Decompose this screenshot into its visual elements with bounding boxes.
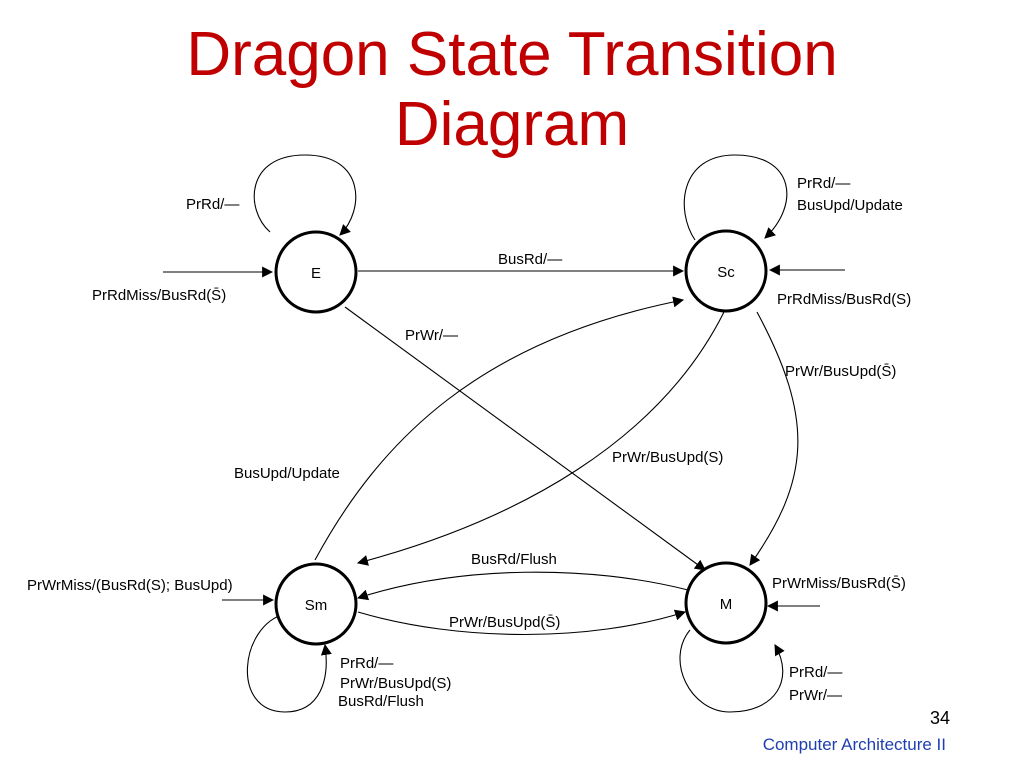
m-to-sm-arrow [356,571,689,601]
state-sm: Sm [274,562,358,646]
e-self-loop [253,154,357,236]
state-e-label: E [311,265,321,282]
page-number: 34 [930,708,951,728]
sm-to-sc-arrow [314,296,685,561]
state-m: M [684,561,768,645]
footer-text: Computer Architecture II [762,735,946,754]
label-sc-self-2: BusUpd/Update [797,197,903,214]
slide-title: Dragon State Transition Diagram [0,20,1024,160]
title-line-2: Diagram [394,90,630,159]
state-m-label: M [720,596,733,613]
state-sc: Sc [684,229,768,313]
label-sc-self-1: PrRd/— [797,175,850,192]
label-sm-to-m: PrWr/BusUpd(S̄) [449,614,560,631]
sc-self-loop [683,154,788,241]
label-e-to-m: PrWr/— [405,327,458,344]
sm-self-loop [246,613,332,713]
state-e: E [274,230,358,314]
label-e-self: PrRd/— [186,196,239,213]
label-e-to-sc: BusRd/— [498,251,562,268]
label-sm-self-1: PrRd/— [340,655,393,672]
state-sm-label: Sm [305,597,328,614]
label-sc-entry: PrRdMiss/BusRd(S) [777,291,911,308]
sc-to-m-arrow [749,311,799,566]
e-to-m-arrow [344,306,706,571]
label-m-to-sm: BusRd/Flush [471,551,557,568]
label-m-self-1: PrRd/— [789,664,842,681]
m-self-loop [679,629,785,713]
title-line-1: Dragon State Transition [186,20,838,89]
label-sc-to-sm: PrWr/BusUpd(S) [612,449,723,466]
label-sm-self-2: PrWr/BusUpd(S) [340,675,451,692]
label-sc-to-m: PrWr/BusUpd(S̄) [785,363,896,380]
label-sm-to-sc: BusUpd/Update [234,465,340,482]
label-e-entry: PrRdMiss/BusRd(S̄) [92,287,226,304]
label-sm-self-3: BusRd/Flush [338,693,424,710]
label-sm-entry: PrWrMiss/(BusRd(S); BusUpd) [27,577,233,594]
label-m-entry: PrWrMiss/BusRd(S̄) [772,575,906,592]
sm-to-m-arrow [357,609,687,635]
state-sc-label: Sc [717,264,735,281]
sc-to-sm-arrow [356,311,725,566]
label-m-self-2: PrWr/— [789,687,842,704]
